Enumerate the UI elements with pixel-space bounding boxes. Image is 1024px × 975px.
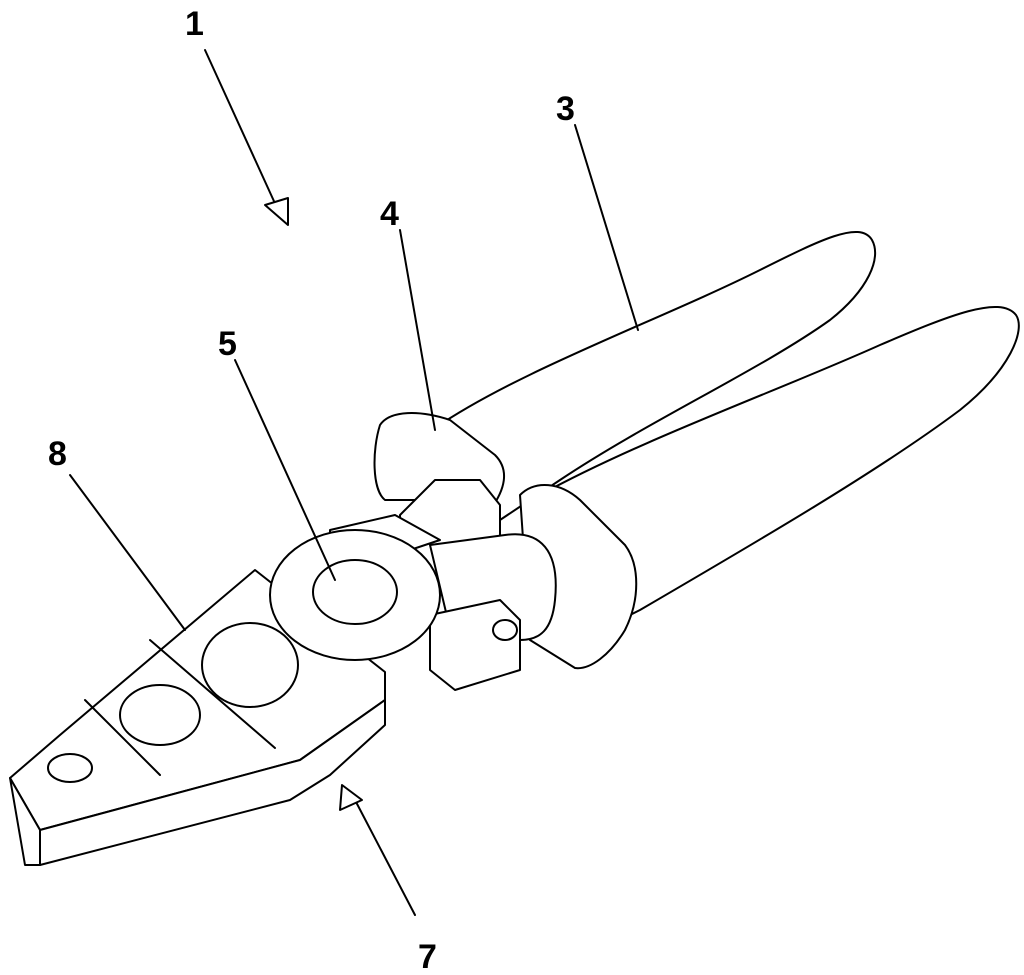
label-handles: 3: [556, 90, 575, 128]
label-guard: 4: [380, 195, 399, 233]
lower-handle: [539, 306, 1020, 631]
arrowhead-7: [339, 784, 363, 811]
leader-line-8: [69, 474, 186, 631]
joint-box: [429, 599, 521, 691]
leader-line-3: [574, 124, 639, 331]
jaw-hole-large: [201, 622, 299, 708]
label-pivot: 5: [218, 325, 237, 363]
label-pliers: 1: [185, 5, 204, 43]
leader-line-1: [204, 49, 279, 211]
handles: [434, 231, 1020, 631]
jaw-hole-medium: [119, 684, 201, 746]
jaw-segment-line-1: [149, 639, 276, 749]
label-jaw-head: 7: [418, 938, 437, 975]
leader-line-4: [399, 229, 436, 431]
jaw-side-face: [39, 699, 386, 866]
label-jaw-surface: 8: [48, 435, 67, 473]
pivot-hole: [312, 559, 398, 625]
leader-line-7: [354, 799, 416, 916]
leader-line-5: [234, 359, 336, 581]
jaw-segment-line-2: [84, 699, 161, 776]
jaw-hole-small: [47, 753, 93, 783]
arrowhead-1: [264, 197, 289, 226]
pin-nub: [492, 619, 518, 641]
upper-handle: [434, 231, 877, 521]
